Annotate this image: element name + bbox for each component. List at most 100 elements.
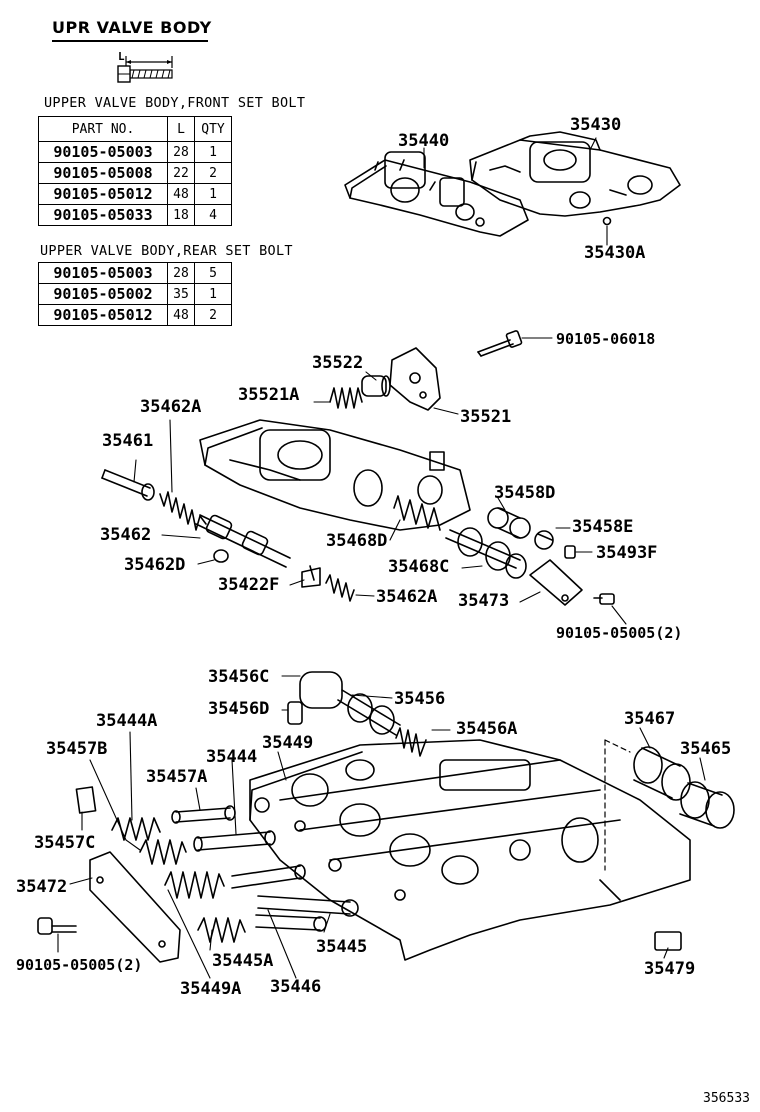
spring-35457b [139, 839, 187, 865]
valve-35461 [101, 469, 155, 501]
callout-35449: 35449 [262, 733, 313, 753]
callout-35457a: 35457A [146, 767, 207, 787]
valve-35462 [195, 514, 291, 568]
table-row: 90105-05002 35 1 [38, 283, 232, 305]
callout-35444: 35444 [206, 747, 257, 767]
title-underline [52, 40, 208, 42]
bolt-length-icon [117, 56, 173, 83]
length-cell: 48 [167, 304, 195, 326]
block-35493f [564, 545, 576, 559]
part-number-cell: 90105-05033 [38, 204, 168, 226]
table-row: 90105-05012 48 2 [38, 304, 232, 326]
front-bolt-table: PART NO. L QTY 90105-05003 28 1 90105-05… [38, 116, 232, 226]
bolt-90105-05005-upper [593, 593, 615, 605]
table-row: 90105-05003 28 1 [38, 141, 232, 163]
callout-35456c: 35456C [208, 667, 269, 687]
part-number-cell: 90105-05003 [38, 262, 168, 284]
callout-35462: 35462 [100, 525, 151, 545]
valve-body-lower [249, 739, 691, 961]
valve-35468c [445, 527, 527, 579]
plug-35465 [679, 781, 735, 829]
callout-35468c: 35468C [388, 557, 449, 577]
cover-35473 [529, 559, 583, 606]
callout-35458d: 35458D [494, 483, 555, 503]
bolt-90105-05005-lower [37, 917, 77, 935]
part-number-cell: 90105-05012 [38, 304, 168, 326]
plug-35430a [602, 216, 612, 226]
valve-body-assembly-35430 [469, 131, 681, 217]
header-length: L [167, 116, 195, 142]
rear-bolt-table: 90105-05003 28 5 90105-05002 35 1 90105-… [38, 262, 232, 326]
qty-cell: 4 [194, 204, 232, 226]
callout-35445: 35445 [316, 937, 367, 957]
alignment-guide-line [604, 739, 631, 871]
valve-35449 [231, 864, 306, 889]
bolt-90105-06018 [477, 330, 523, 357]
callout-35468d: 35468D [326, 531, 387, 551]
callout-90105-05005-lower: 90105-05005(2) [16, 956, 142, 974]
callout-35461: 35461 [102, 431, 153, 451]
front-bolt-caption: UPPER VALVE BODY,FRONT SET BOLT [44, 95, 306, 111]
sleeve-35467 [633, 746, 691, 801]
callout-35457b: 35457B [46, 739, 107, 759]
plug-35458e [534, 530, 554, 550]
spring-35449a [164, 871, 225, 899]
valve-35456 [299, 671, 401, 736]
table-row: 90105-05033 18 4 [38, 204, 232, 226]
callout-35445a: 35445A [212, 951, 273, 971]
callout-35458e: 35458E [572, 517, 633, 537]
valve-35446 [255, 914, 327, 932]
callout-35521a: 35521A [238, 385, 299, 405]
qty-cell: 2 [194, 304, 232, 326]
rear-bolt-caption: UPPER VALVE BODY,REAR SET BOLT [40, 243, 293, 259]
length-cell: 28 [167, 262, 195, 284]
spring-35468d [393, 495, 441, 531]
header-qty: QTY [194, 116, 232, 142]
callout-35449a: 35449A [180, 979, 241, 999]
plug-35522 [361, 375, 391, 397]
retainer-35422f [301, 565, 321, 588]
table-header-row: PART NO. L QTY [38, 116, 232, 142]
valve-body-assembly-35440 [344, 151, 529, 237]
diagram-title: UPR VALVE BODY [52, 18, 212, 37]
callout-35456a: 35456A [456, 719, 517, 739]
plate-35457c [75, 786, 97, 814]
callout-35465: 35465 [680, 739, 731, 759]
plug-35458d [487, 507, 531, 539]
plug-35456d [287, 701, 303, 725]
spring-35521a [329, 387, 363, 409]
block-35479 [654, 931, 682, 951]
callout-35462a-lower: 35462A [376, 587, 437, 607]
part-number-cell: 90105-05003 [38, 141, 168, 163]
valve-body-middle [199, 419, 471, 531]
callout-90105-05005-upper: 90105-05005(2) [556, 624, 682, 642]
table-row: 90105-05008 22 2 [38, 162, 232, 184]
callout-35472: 35472 [16, 877, 67, 897]
bolt-length-label: L [118, 50, 125, 63]
callout-35522: 35522 [312, 353, 363, 373]
length-cell: 22 [167, 162, 195, 184]
callout-35462a-top: 35462A [140, 397, 201, 417]
valve-35457a [171, 805, 236, 824]
callout-35479: 35479 [644, 959, 695, 979]
callout-35493f: 35493F [596, 543, 657, 563]
clip-35462d [213, 549, 229, 563]
valve-35445 [257, 895, 359, 917]
callout-90105-06018: 90105-06018 [556, 330, 655, 348]
callout-35473: 35473 [458, 591, 509, 611]
callout-35430a: 35430A [584, 243, 645, 263]
callout-35446: 35446 [270, 977, 321, 997]
separator-plate-35472 [89, 851, 181, 963]
spring-35462a-upper [159, 491, 207, 531]
valve-35444 [193, 830, 276, 852]
table-row: 90105-05003 28 5 [38, 262, 232, 284]
part-number-cell: 90105-05002 [38, 283, 168, 305]
callout-35444a: 35444A [96, 711, 157, 731]
plate-35521 [389, 347, 441, 411]
callout-35440: 35440 [398, 131, 449, 151]
drawing-reference-number: 356533 [703, 1091, 750, 1106]
spring-35456a [395, 727, 427, 757]
callout-35457c: 35457C [34, 833, 95, 853]
